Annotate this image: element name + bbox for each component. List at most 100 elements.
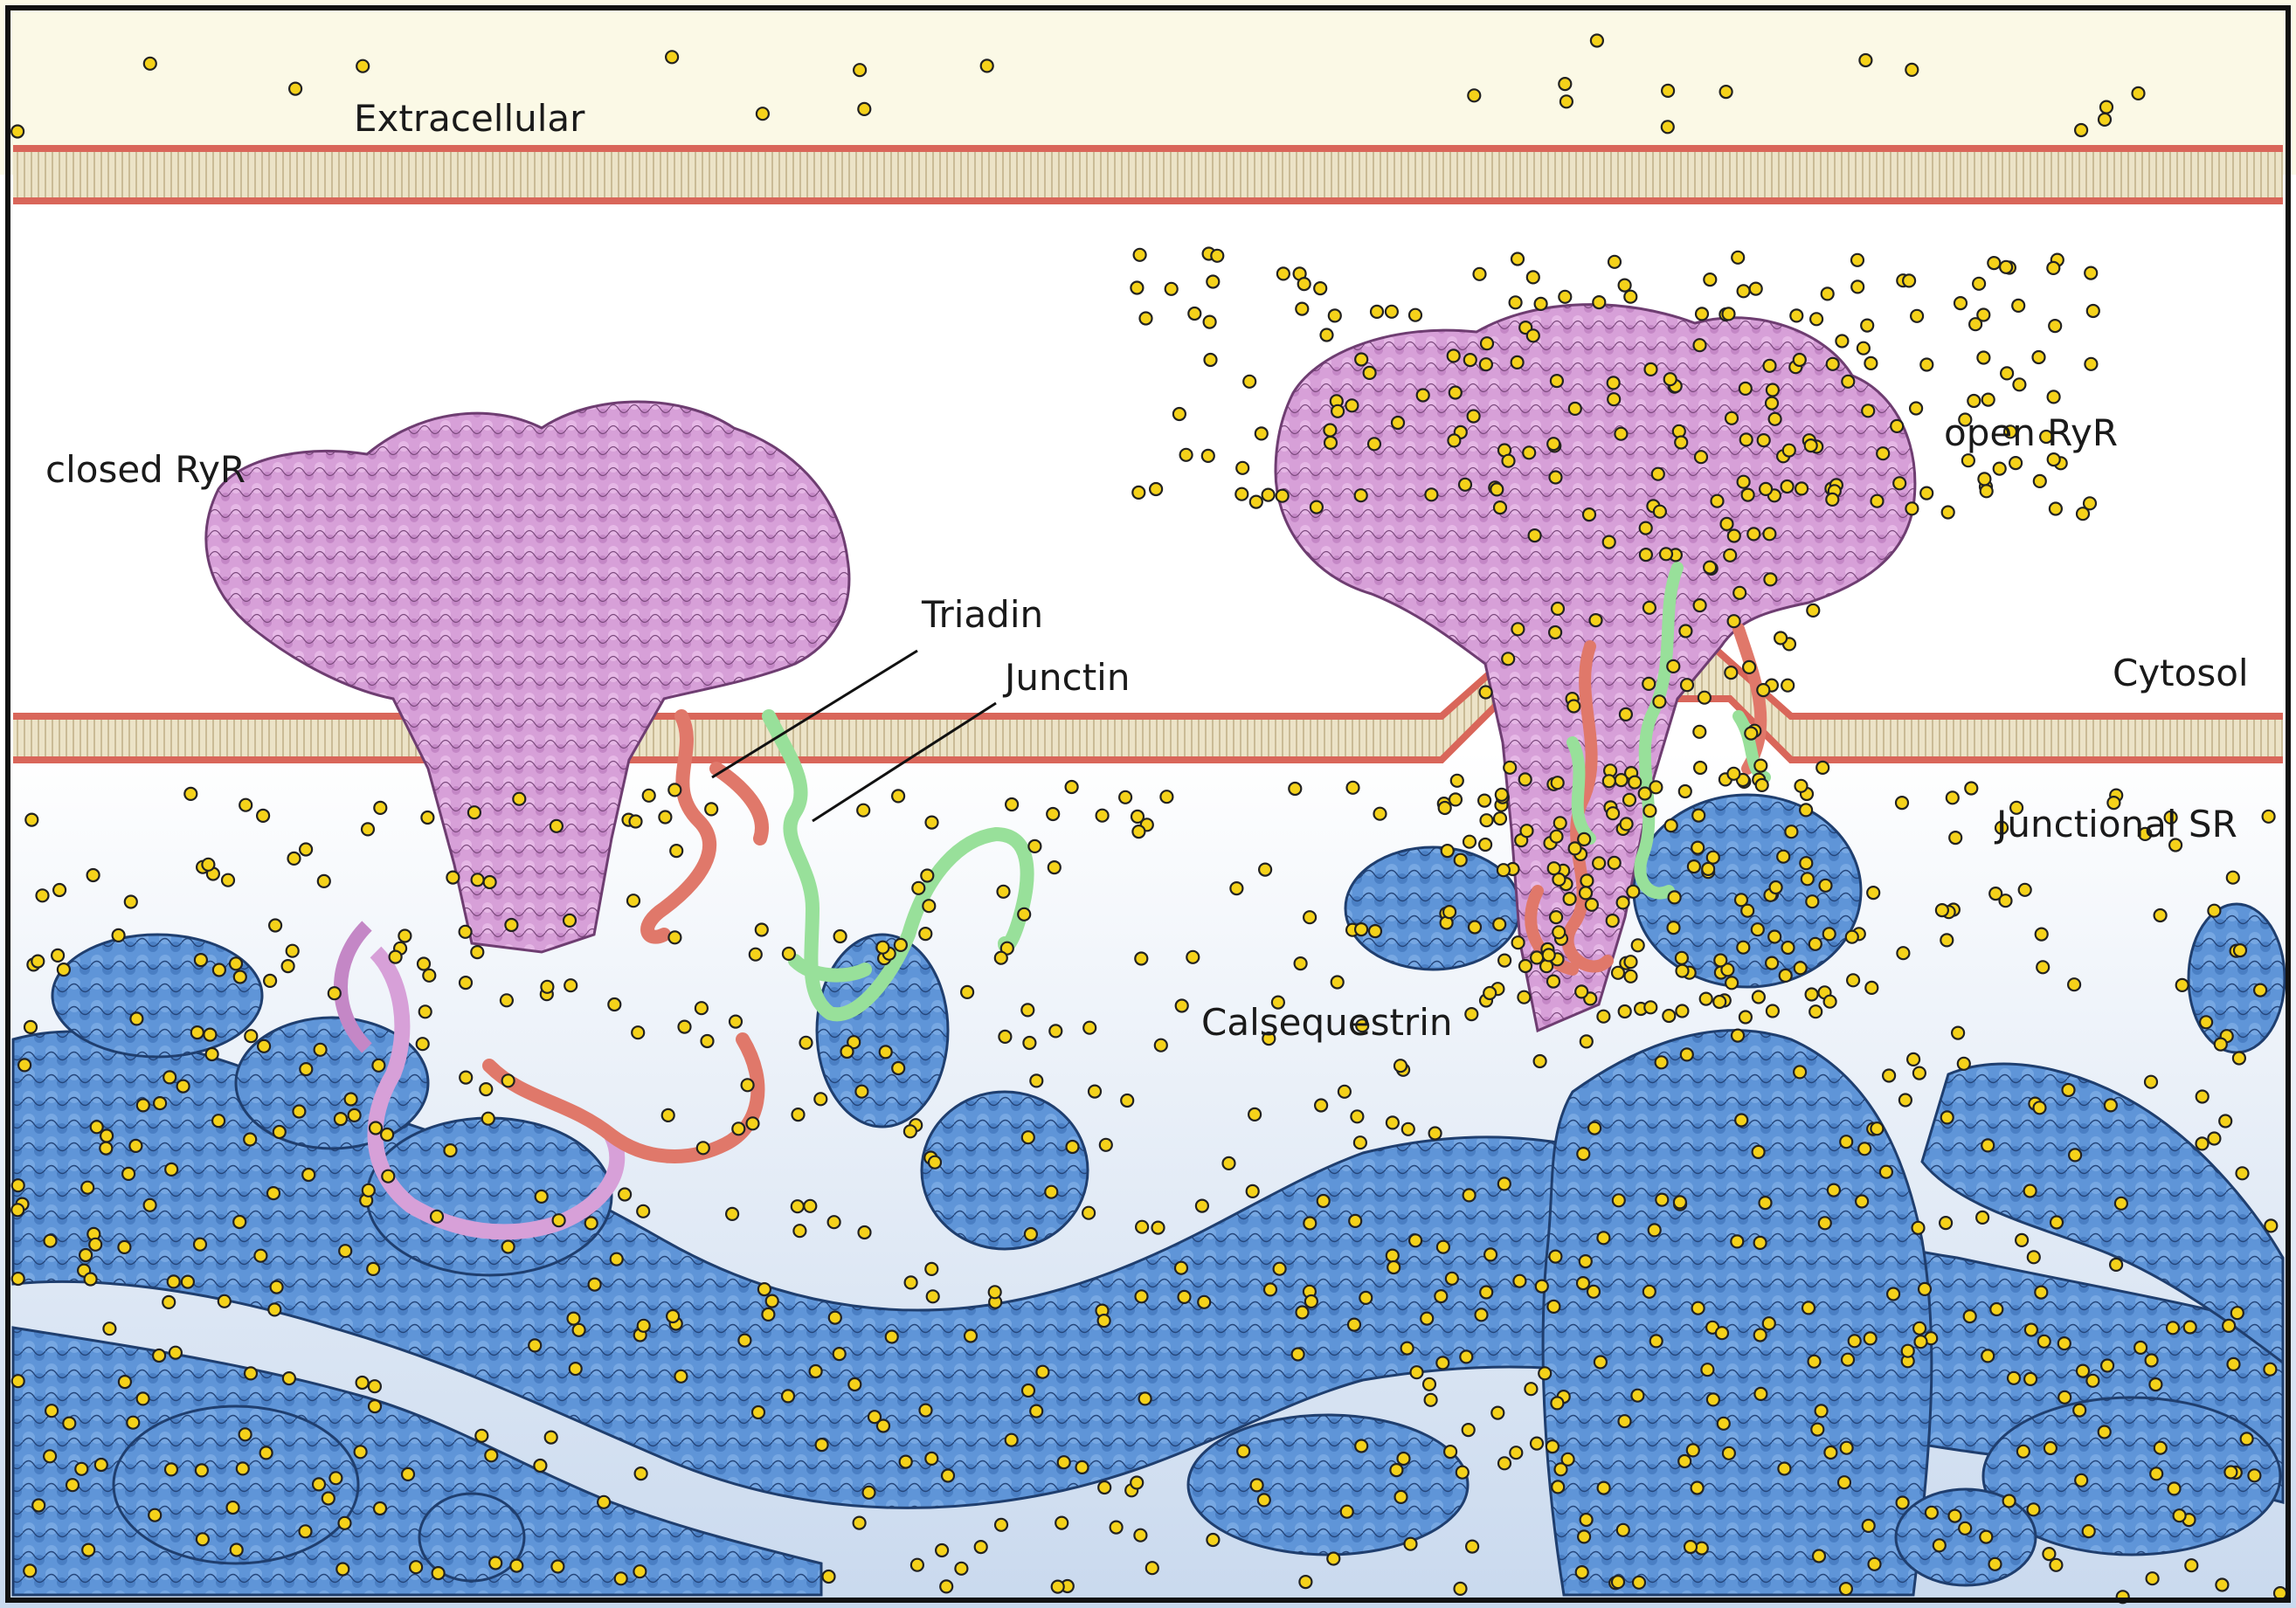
junctin-label: Junctin: [1002, 656, 1130, 699]
calcium-ion: [2006, 1370, 2022, 1385]
calcium-ion: [470, 873, 485, 887]
calcium-ion: [1894, 795, 1910, 811]
calcium-ion: [1836, 1475, 1852, 1490]
calcium-ion: [1497, 1177, 1511, 1191]
calcium-ion: [256, 808, 271, 824]
calcium-ion: [1236, 1444, 1251, 1459]
calcium-ion: [2163, 810, 2178, 825]
calcium-ion: [2072, 1403, 2087, 1418]
calcium-ion: [790, 1199, 805, 1214]
calcium-ion: [1134, 1289, 1149, 1304]
calcium-ion: [1492, 917, 1507, 932]
calcium-ion: [1643, 1000, 1658, 1015]
calcium-ion: [1596, 1231, 1611, 1246]
calcium-ion: [1780, 479, 1795, 494]
calcium-ion: [1447, 433, 1462, 448]
calcium-ion: [1866, 885, 1881, 901]
calcium-ion: [1822, 994, 1837, 1009]
calcium-ion: [299, 1061, 314, 1077]
calcium-ion: [939, 1579, 954, 1594]
calcium-ion: [1065, 1139, 1080, 1155]
calcium-ion: [1758, 1195, 1773, 1211]
calcium-ion: [1878, 1164, 1893, 1179]
calcium-ion: [1746, 527, 1761, 542]
calcium-ion: [1496, 863, 1511, 878]
calcium-ion: [1662, 1008, 1677, 1024]
calcium-ion: [1741, 659, 1757, 675]
calcium-ion: [1546, 1299, 1561, 1315]
calcium-ion: [1805, 894, 1820, 909]
calcium-ion: [1979, 1529, 1994, 1544]
calcium-ion: [1249, 1478, 1264, 1493]
calcium-ion: [509, 1558, 524, 1573]
calcium-ion: [1474, 1308, 1489, 1322]
calcium-ion: [1987, 256, 2002, 271]
calcium-ion: [1799, 856, 1814, 871]
calcium-ion: [2034, 927, 2049, 942]
calcium-ion: [1548, 470, 1563, 485]
open-ryr-label: open RyR: [1944, 411, 2118, 454]
calcium-ion: [1719, 84, 1733, 100]
calcium-ion: [808, 1363, 823, 1379]
calcium-ion: [1295, 301, 1310, 316]
calcium-ion: [2000, 366, 2015, 381]
calcium-ion: [2253, 983, 2268, 997]
calcium-ion: [1566, 699, 1581, 714]
calcium-ion: [1353, 921, 1369, 937]
calcium-ion: [1638, 521, 1653, 535]
calcium-ion: [176, 1079, 190, 1094]
calcium-ion: [1522, 445, 1537, 460]
calcium-ion: [1637, 786, 1652, 801]
calcium-ion: [1607, 254, 1622, 269]
calcium-ion: [893, 937, 909, 953]
calcium-ion: [2263, 1362, 2278, 1377]
calcium-ion: [1352, 1135, 1368, 1150]
calcium-ion: [1548, 909, 1564, 925]
label-leader-lines: [711, 649, 997, 823]
calcium-ion: [153, 1095, 168, 1111]
calcium-ion: [1444, 1271, 1460, 1286]
calcium-ion: [142, 56, 157, 71]
calcium-ion: [1999, 259, 2014, 274]
calcium-ion: [1958, 412, 1973, 427]
calcium-ion: [1463, 353, 1477, 368]
calcium-ion: [1860, 318, 1875, 333]
calcium-ion: [1912, 1321, 1927, 1335]
calcium-ion: [636, 1204, 651, 1218]
calcium-ion: [1649, 780, 1663, 795]
calcium-ion: [1449, 773, 1464, 788]
calcium-ion: [1886, 1287, 1901, 1301]
calcium-ion: [1044, 1184, 1059, 1199]
calcium-ion: [1579, 1512, 1594, 1528]
calcium-ion: [633, 1564, 647, 1579]
calcium-ion: [1017, 907, 1032, 921]
calcium-ion: [1967, 393, 1981, 409]
calcium-ion: [540, 979, 555, 994]
calcium-ion: [1592, 295, 1607, 310]
calcium-ion: [911, 880, 926, 895]
calcium-ion: [1690, 1480, 1705, 1495]
calcium-ion: [764, 1294, 779, 1308]
calcium-ion: [162, 1294, 176, 1310]
calcium-ion: [745, 1116, 760, 1131]
calcium-ion: [338, 1244, 353, 1259]
calcium-ion: [420, 810, 435, 825]
calcium-ion: [1912, 1066, 1926, 1080]
calcium-ion: [2195, 1136, 2210, 1151]
calcium-ion: [1353, 488, 1368, 503]
calcium-ion: [2215, 1577, 2230, 1592]
calcium-ion: [1348, 1213, 1363, 1229]
calcium-ion: [129, 1011, 144, 1026]
calcium-ion: [1738, 1010, 1753, 1025]
calcium-ion: [1876, 446, 1891, 461]
calcium-ion: [183, 786, 198, 802]
calcium-ion: [1623, 955, 1638, 970]
calcium-ion: [2145, 1571, 2160, 1586]
calcium-ion: [1567, 841, 1582, 856]
calcium-ion: [2049, 1557, 2064, 1572]
calcium-ion: [1686, 859, 1702, 874]
calcium-ion: [1981, 1349, 1995, 1363]
calcium-ion: [1512, 1273, 1527, 1288]
calcium-ion: [854, 1084, 869, 1099]
calcium-ion: [1575, 1275, 1591, 1291]
